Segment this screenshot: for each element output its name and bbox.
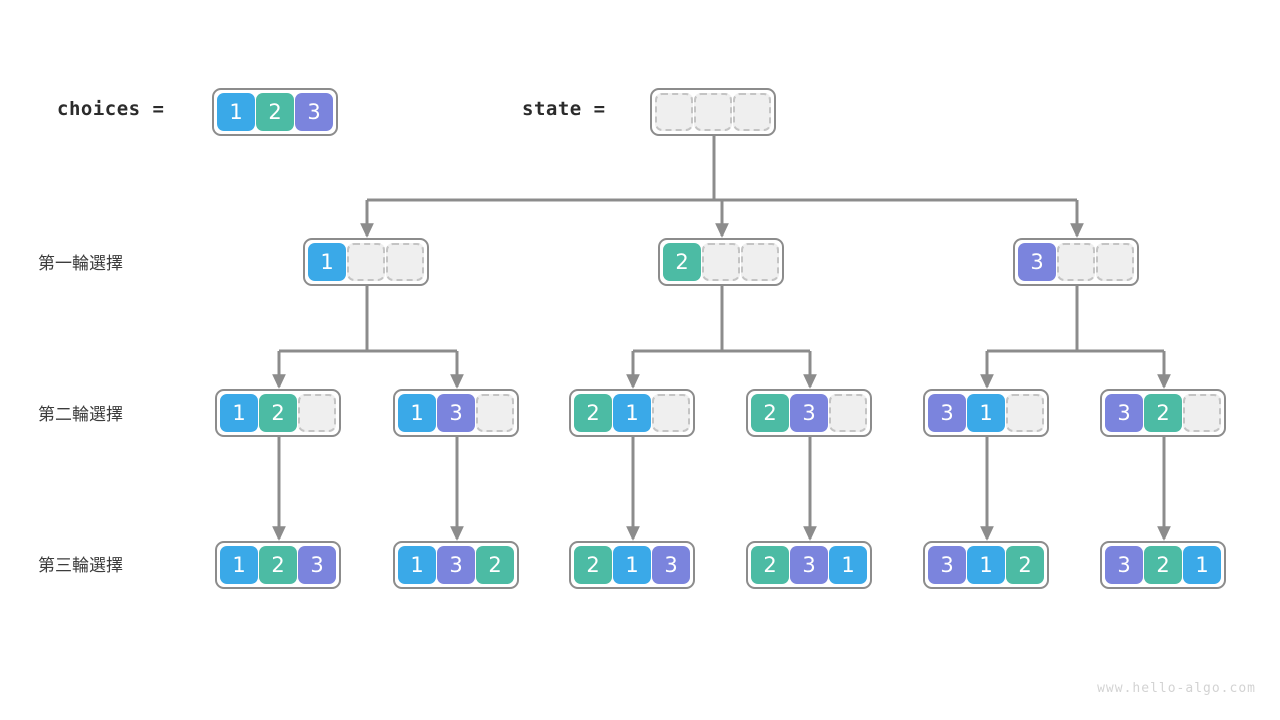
- array-round-2-0-cell-1: 2: [259, 394, 297, 432]
- array-round-3-5-cell-1: 2: [1144, 546, 1182, 584]
- array-round-1-1-cell-0: 2: [663, 243, 701, 281]
- array-round-2-1-cell-1: 3: [437, 394, 475, 432]
- array-round-1-0-cell-1: [347, 243, 385, 281]
- row-label-round-2: 第二輪選擇: [38, 405, 123, 425]
- array-round-2-2-cell-2: [652, 394, 690, 432]
- array-round-2-1-cell-0: 1: [398, 394, 436, 432]
- array-round-3-2-cell-2: 3: [652, 546, 690, 584]
- array-round-2-5-cell-2: [1183, 394, 1221, 432]
- row-label-round-3: 第三輪選擇: [38, 556, 123, 576]
- array-round-3-5-cell-2: 1: [1183, 546, 1221, 584]
- choices-array-cell-2: 3: [295, 93, 333, 131]
- array-round-1-0-cell-0: 1: [308, 243, 346, 281]
- array-round-3-0-cell-2: 3: [298, 546, 336, 584]
- array-round-1-1: 2: [658, 238, 784, 286]
- array-round-3-3-cell-2: 1: [829, 546, 867, 584]
- array-round-2-3-cell-1: 3: [790, 394, 828, 432]
- array-round-2-4-cell-2: [1006, 394, 1044, 432]
- array-round-3-2-cell-0: 2: [574, 546, 612, 584]
- array-round-3-3-cell-1: 3: [790, 546, 828, 584]
- array-round-3-4-cell-2: 2: [1006, 546, 1044, 584]
- state-array-cell-1: [694, 93, 732, 131]
- state-label: state =: [522, 98, 606, 120]
- array-round-3-1-cell-2: 2: [476, 546, 514, 584]
- array-round-2-2-cell-1: 1: [613, 394, 651, 432]
- array-round-3-0-cell-0: 1: [220, 546, 258, 584]
- array-round-2-0-cell-0: 1: [220, 394, 258, 432]
- state-array-cell-0: [655, 93, 693, 131]
- choices-label: choices =: [57, 98, 165, 120]
- array-round-1-2-cell-0: 3: [1018, 243, 1056, 281]
- array-round-3-5-cell-0: 3: [1105, 546, 1143, 584]
- array-round-2-2-cell-0: 2: [574, 394, 612, 432]
- row-label-round-1: 第一輪選擇: [38, 254, 123, 274]
- array-round-3-2-cell-1: 1: [613, 546, 651, 584]
- state-array: [650, 88, 776, 136]
- array-round-3-1-cell-0: 1: [398, 546, 436, 584]
- array-round-3-3-cell-0: 2: [751, 546, 789, 584]
- choices-array-cell-1: 2: [256, 93, 294, 131]
- array-round-2-3-cell-0: 2: [751, 394, 789, 432]
- array-round-2-4-cell-1: 1: [967, 394, 1005, 432]
- array-round-3-1-cell-1: 3: [437, 546, 475, 584]
- array-round-3-4-cell-0: 3: [928, 546, 966, 584]
- state-array-cell-2: [733, 93, 771, 131]
- array-round-2-4-cell-0: 3: [928, 394, 966, 432]
- array-round-3-4-cell-1: 1: [967, 546, 1005, 584]
- watermark: www.hello-algo.com: [1097, 681, 1256, 696]
- array-round-1-2-cell-2: [1096, 243, 1134, 281]
- array-round-2-5-cell-0: 3: [1105, 394, 1143, 432]
- array-round-2-3-cell-2: [829, 394, 867, 432]
- array-round-1-1-cell-2: [741, 243, 779, 281]
- array-round-1-0: 1: [303, 238, 429, 286]
- array-round-1-1-cell-1: [702, 243, 740, 281]
- array-round-2-1-cell-2: [476, 394, 514, 432]
- array-round-1-0-cell-2: [386, 243, 424, 281]
- array-round-3-0-cell-1: 2: [259, 546, 297, 584]
- choices-array-cell-0: 1: [217, 93, 255, 131]
- array-round-2-5-cell-1: 2: [1144, 394, 1182, 432]
- array-round-1-2-cell-1: [1057, 243, 1095, 281]
- array-round-2-0-cell-2: [298, 394, 336, 432]
- array-round-1-2: 3: [1013, 238, 1139, 286]
